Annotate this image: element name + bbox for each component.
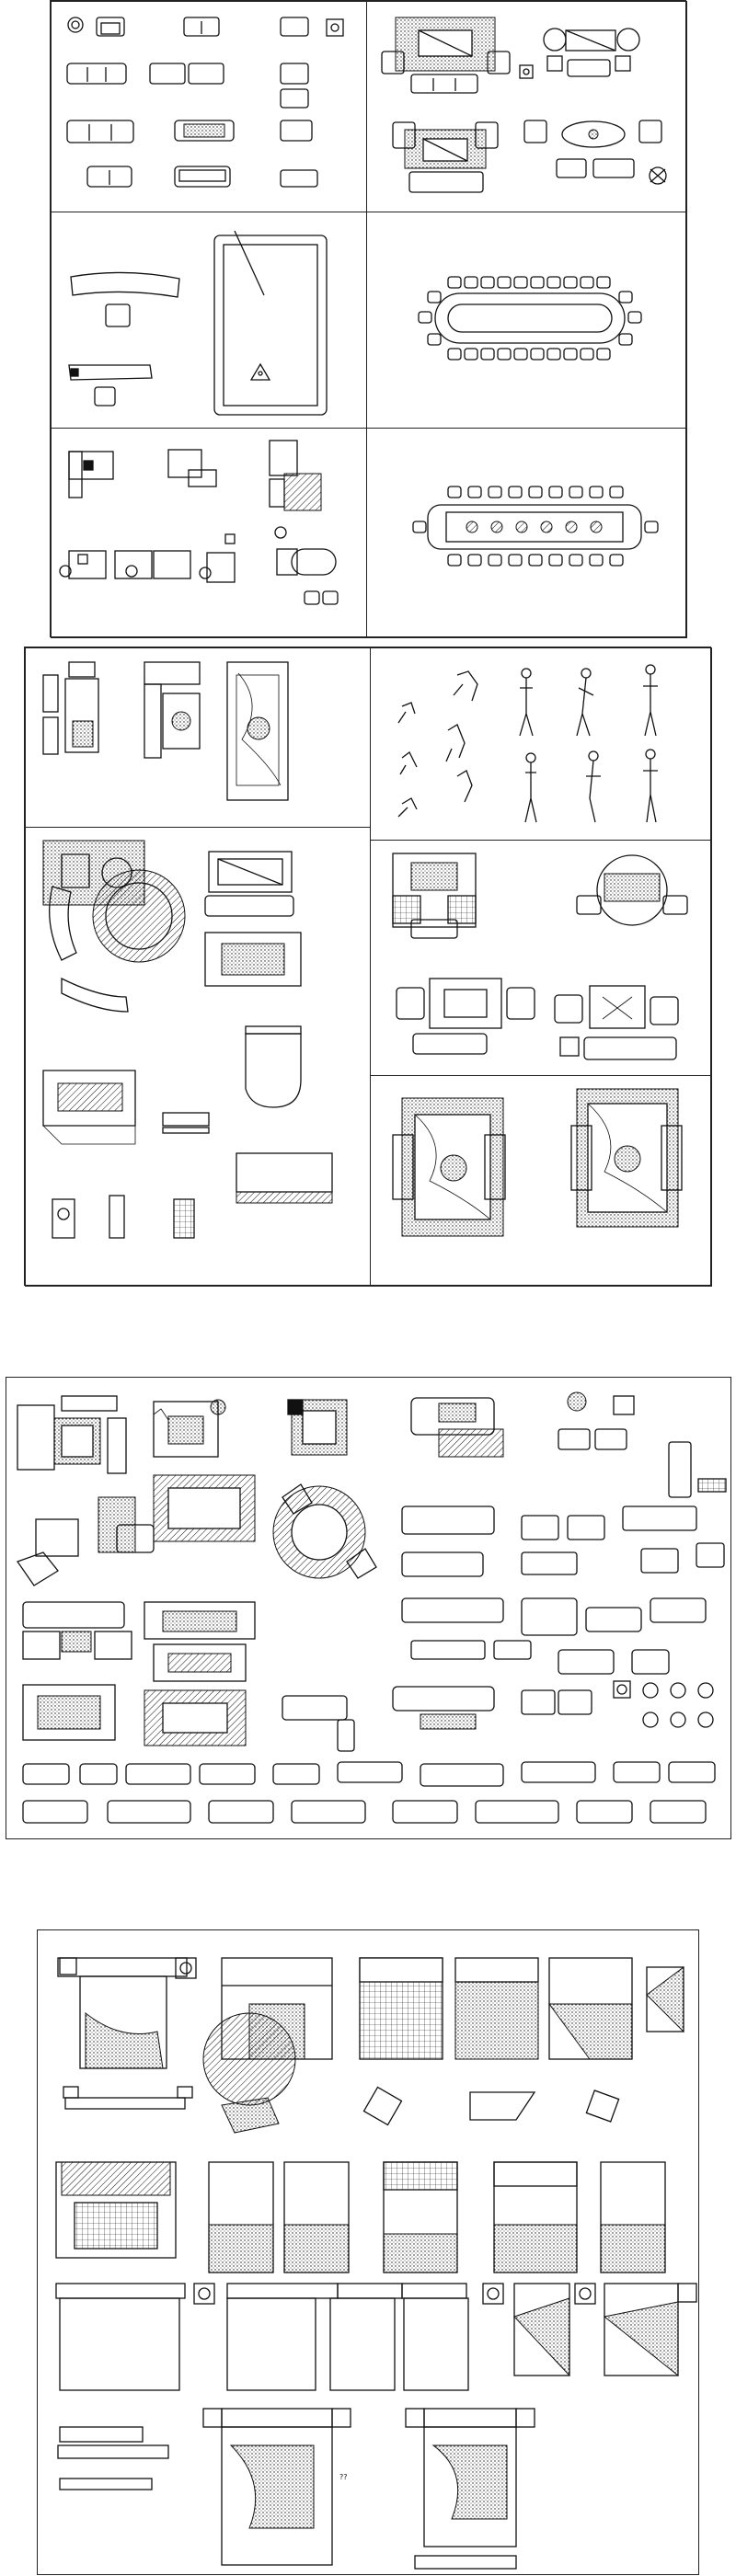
sofa-sets-2 (392, 853, 688, 1060)
conference-chair (427, 291, 442, 303)
conference-chair (580, 348, 594, 361)
rect-table-chairs (412, 486, 659, 567)
conference-chair (609, 554, 624, 567)
cell-living-rooms-3 (370, 1075, 712, 1287)
conference-chair (548, 554, 563, 567)
conference-chair (627, 311, 642, 324)
table-centerpiece-plant (590, 521, 603, 533)
conference-chair (513, 348, 528, 361)
office-workstations (59, 440, 339, 605)
conference-chair (497, 276, 512, 289)
conference-chair (569, 554, 583, 567)
conference-chair (464, 348, 478, 361)
people-figures (397, 664, 658, 823)
conference-chair (548, 486, 563, 498)
cad-sheet-4: ?? (37, 1929, 699, 2575)
oval-conference-table (434, 292, 626, 344)
sofa-group-a (66, 17, 344, 188)
sheet-1-drawings (59, 17, 667, 605)
bed-accessories-row (63, 2086, 620, 2134)
beds-row-3 (55, 2283, 697, 2391)
conference-chair (546, 348, 561, 361)
conference-chair (464, 276, 478, 289)
beds-row-4 (57, 2408, 535, 2570)
cell-rect-conference-table (366, 428, 687, 638)
conference-chair (488, 554, 502, 567)
cad-sheet-2 (24, 647, 712, 1287)
oval-table-chairs (418, 276, 642, 361)
sheet-2-drawings (42, 661, 688, 1239)
conference-chair (412, 521, 427, 533)
rect-table-plants (466, 521, 603, 533)
conference-chair (569, 486, 583, 498)
conference-chair (427, 333, 442, 346)
conference-chair (546, 276, 561, 289)
conference-chair (497, 348, 512, 361)
conference-chair (530, 348, 545, 361)
conference-chair (609, 486, 624, 498)
office-desk-and-pool-table (68, 230, 328, 416)
lounge-and-pianos (42, 840, 333, 1239)
conference-chair (447, 276, 462, 289)
conference-chair (467, 554, 482, 567)
conference-chair (563, 276, 578, 289)
conference-chair (513, 276, 528, 289)
conference-chair (488, 486, 502, 498)
living-rooms-row (42, 661, 289, 801)
rect-conference-table (427, 504, 642, 550)
conference-chair (618, 333, 633, 346)
sheet-3-drawings (16, 1391, 727, 1824)
living-set-top-right (381, 17, 667, 193)
conference-chair (418, 311, 432, 324)
conference-chair (589, 486, 604, 498)
bed-annotation: ?? (339, 2473, 348, 2481)
conference-chair (467, 486, 482, 498)
table-centerpiece-plant (540, 521, 553, 533)
table-centerpiece-plant (466, 521, 478, 533)
cad-sheet-1 (50, 0, 687, 638)
table-centerpiece-plant (490, 521, 503, 533)
living-sets-grid (16, 1391, 727, 1824)
conference-chair (508, 554, 523, 567)
table-centerpiece-plant (515, 521, 528, 533)
conference-chair (528, 486, 543, 498)
table-centerpiece-plant (565, 521, 578, 533)
conference-chair (596, 276, 611, 289)
conference-chair (447, 348, 462, 361)
conference-chair (480, 276, 495, 289)
conference-chair (530, 276, 545, 289)
conference-chair (596, 348, 611, 361)
conference-chair (528, 554, 543, 567)
sheet-4-drawings (55, 1957, 697, 2570)
conference-chair (447, 486, 462, 498)
conference-chair (589, 554, 604, 567)
cad-sheet-3 (6, 1377, 731, 1839)
conference-chair (563, 348, 578, 361)
conference-chair (618, 291, 633, 303)
conference-chair (580, 276, 594, 289)
conference-chair (480, 348, 495, 361)
conference-chair (447, 554, 462, 567)
living-rooms-3 (392, 1088, 683, 1237)
conference-chair (508, 486, 523, 498)
beds-row-2 (55, 2161, 666, 2273)
beds-row-1 (57, 1957, 684, 2106)
conference-chair (644, 521, 659, 533)
